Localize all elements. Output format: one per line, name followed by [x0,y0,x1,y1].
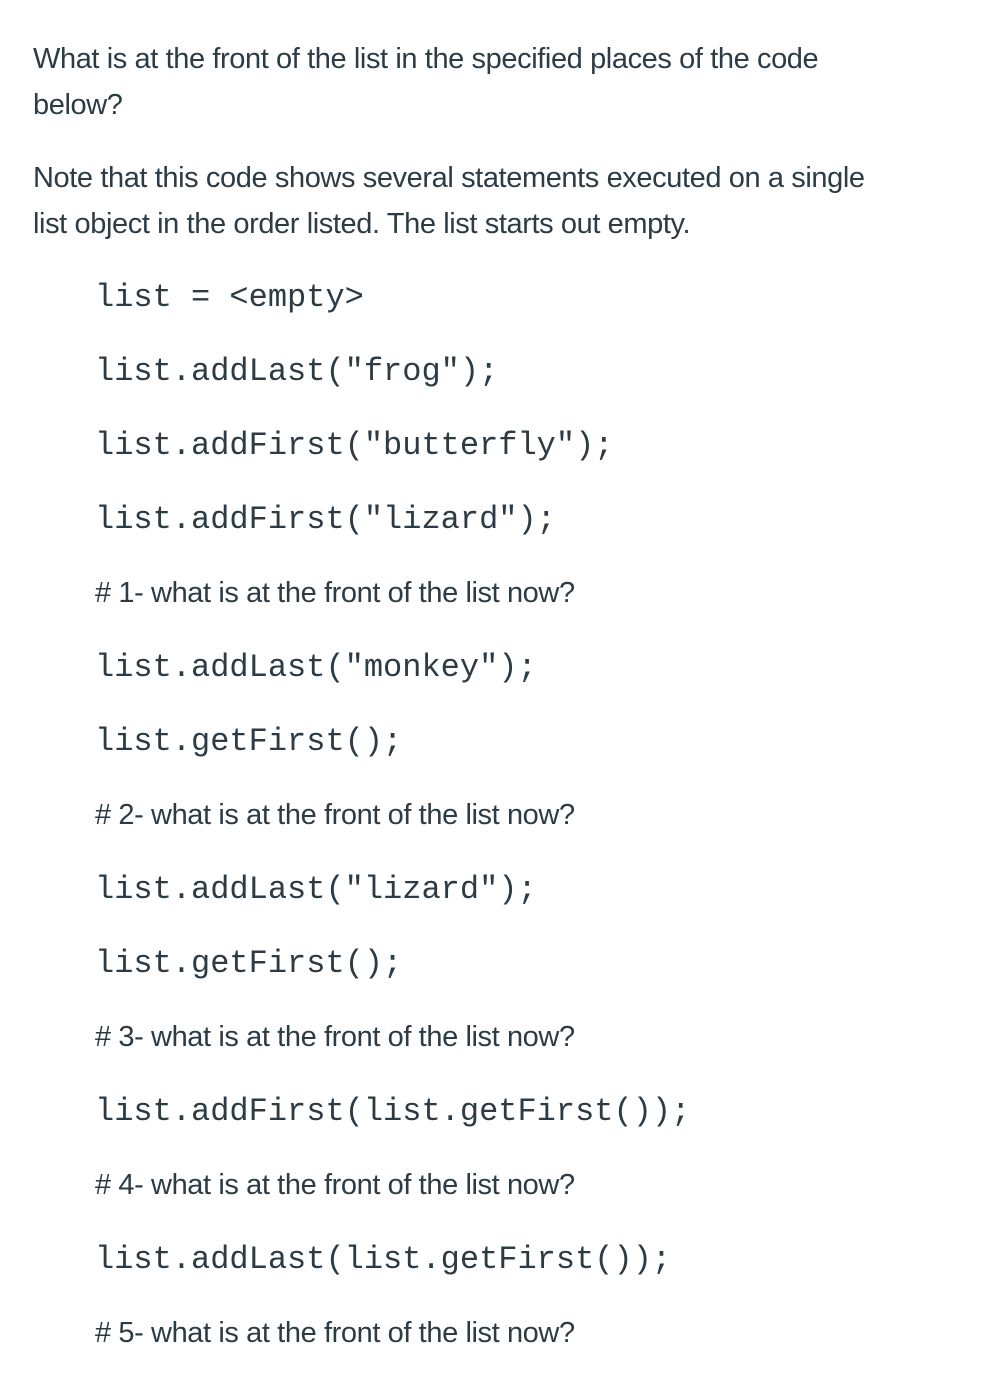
code-line: list.addLast("frog"); [95,353,499,390]
question-line: # 4- what is at the front of the list no… [95,1169,575,1201]
code-line: list.addLast("monkey"); [95,649,537,686]
intro-paragraph: Note that this code shows several statem… [33,155,990,247]
question-line: # 1- what is at the front of the list no… [95,577,575,609]
intro-paragraphs: What is at the front of the list in the … [33,36,990,247]
intro-paragraph-line: below? [33,89,123,121]
code-line: list.addFirst(list.getFirst()); [95,1093,691,1130]
intro-paragraph-line: Note that this code shows several statem… [33,162,865,194]
question-line: # 5- what is at the front of the list no… [95,1317,575,1349]
code-line: list.addLast("lizard"); [95,871,537,908]
intro-paragraph-line: list object in the order listed. The lis… [33,208,691,240]
question-line: # 2- what is at the front of the list no… [95,799,575,831]
code-line: list = <empty> [95,279,364,316]
code-line: list.addLast(list.getFirst()); [95,1241,672,1278]
code-line: list.getFirst(); [95,945,403,982]
code-line: list.getFirst(); [95,723,403,760]
intro-paragraph: What is at the front of the list in the … [33,36,990,128]
question-content: What is at the front of the list in the … [33,36,990,1357]
code-and-question-lines: list = <empty> list.addLast("frog"); list.… [33,274,990,1357]
intro-paragraph-line: What is at the front of the list in the … [33,43,819,75]
question-line: # 3- what is at the front of the list no… [95,1021,575,1053]
code-line: list.addFirst("butterfly"); [95,427,614,464]
code-line: list.addFirst("lizard"); [95,501,556,538]
